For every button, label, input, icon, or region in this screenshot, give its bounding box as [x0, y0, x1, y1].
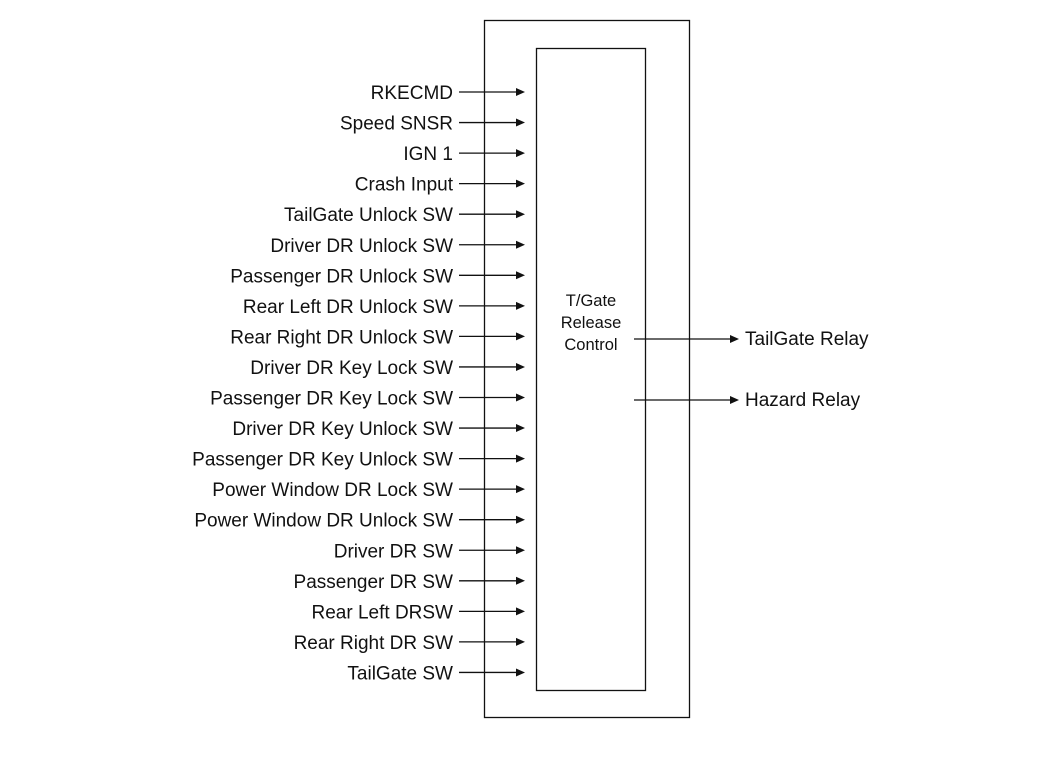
input-row-power-window-dr-lock-sw: Power Window DR Lock SW [212, 480, 525, 501]
input-arrow [459, 637, 525, 646]
input-label: Speed SNSR [340, 114, 453, 135]
outer-module-box [483, 19, 691, 719]
input-label: TailGate SW [347, 663, 453, 684]
input-arrow [459, 668, 525, 677]
input-row-speed-snsr: Speed SNSR [340, 114, 525, 135]
input-row-ign-1: IGN 1 [403, 144, 525, 165]
input-label: Rear Right DR Unlock SW [230, 327, 453, 348]
input-row-passenger-dr-unlock-sw: Passenger DR Unlock SW [230, 266, 525, 287]
input-row-passenger-dr-key-unlock-sw: Passenger DR Key Unlock SW [192, 450, 525, 471]
input-label: Passenger DR Unlock SW [230, 266, 453, 287]
input-row-passenger-dr-sw: Passenger DR SW [294, 572, 525, 593]
input-label: Driver DR Unlock SW [270, 236, 453, 257]
input-row-tailgate-sw: TailGate SW [347, 663, 525, 684]
input-arrow [459, 88, 525, 96]
input-arrow [459, 149, 525, 158]
input-row-rear-right-dr-sw: Rear Right DR SW [294, 633, 525, 654]
control-label-line-2: Release [561, 314, 622, 332]
input-label: Driver DR SW [334, 541, 453, 562]
output-arrow [634, 335, 739, 343]
input-row-driver-dr-key-unlock-sw: Driver DR Key Unlock SW [232, 419, 525, 440]
input-row-driver-dr-key-lock-sw: Driver DR Key Lock SW [250, 358, 525, 379]
input-arrow [459, 424, 525, 433]
inner-control-box [535, 47, 647, 692]
input-arrow [459, 454, 525, 463]
input-row-rear-left-dr-unlock-sw: Rear Left DR Unlock SW [243, 297, 525, 318]
input-arrow [459, 240, 525, 249]
output-arrow [634, 396, 739, 404]
input-row-rear-left-drsw: Rear Left DRSW [312, 602, 525, 623]
input-row-rear-right-dr-unlock-sw: Rear Right DR Unlock SW [230, 327, 525, 348]
input-label: Passenger DR SW [294, 572, 454, 593]
output-row-hazard-relay: Hazard Relay [634, 390, 861, 411]
output-label: TailGate Relay [745, 329, 869, 350]
input-label: Driver DR Key Lock SW [250, 358, 453, 379]
input-label: Rear Left DR Unlock SW [243, 297, 453, 318]
input-arrow [459, 118, 525, 127]
input-label: Driver DR Key Unlock SW [232, 419, 453, 440]
input-arrow [459, 576, 525, 585]
input-signals: RKECMD Speed SNSR IGN 1 Crash InputTailGate… [192, 83, 525, 684]
input-arrow [459, 332, 525, 341]
control-label-line-3: Control [564, 336, 617, 354]
output-row-tailgate-relay: TailGate Relay [634, 329, 869, 350]
input-row-driver-dr-unlock-sw: Driver DR Unlock SW [270, 236, 525, 257]
input-arrow [459, 546, 525, 555]
input-row-power-window-dr-unlock-sw: Power Window DR Unlock SW [194, 511, 525, 532]
input-arrow [459, 393, 525, 402]
control-label-line-1: T/Gate [566, 292, 616, 310]
input-label: IGN 1 [403, 144, 453, 165]
input-arrow [459, 485, 525, 494]
input-label: Power Window DR Lock SW [212, 480, 453, 501]
input-arrow [459, 607, 525, 616]
input-row-crash-input: Crash Input [355, 175, 525, 196]
input-label: TailGate Unlock SW [284, 205, 453, 226]
input-arrow [459, 271, 525, 280]
input-arrow [459, 179, 525, 188]
input-label: Rear Right DR SW [294, 633, 453, 654]
input-arrow [459, 362, 525, 371]
input-label: Power Window DR Unlock SW [194, 511, 453, 532]
input-row-rkecmd: RKECMD [371, 83, 525, 104]
input-label: Passenger DR Key Lock SW [210, 389, 453, 410]
input-label: Crash Input [355, 175, 454, 196]
input-arrow [459, 515, 525, 524]
input-row-driver-dr-sw: Driver DR SW [334, 541, 525, 562]
input-arrow [459, 210, 525, 219]
input-row-passenger-dr-key-lock-sw: Passenger DR Key Lock SW [210, 389, 525, 410]
input-arrow [459, 301, 525, 310]
input-label: Rear Left DRSW [312, 602, 454, 623]
input-label: Passenger DR Key Unlock SW [192, 450, 453, 471]
output-label: Hazard Relay [745, 390, 861, 411]
input-row-tailgate-unlock-sw: TailGate Unlock SW [284, 205, 525, 226]
input-label: RKECMD [371, 83, 453, 104]
